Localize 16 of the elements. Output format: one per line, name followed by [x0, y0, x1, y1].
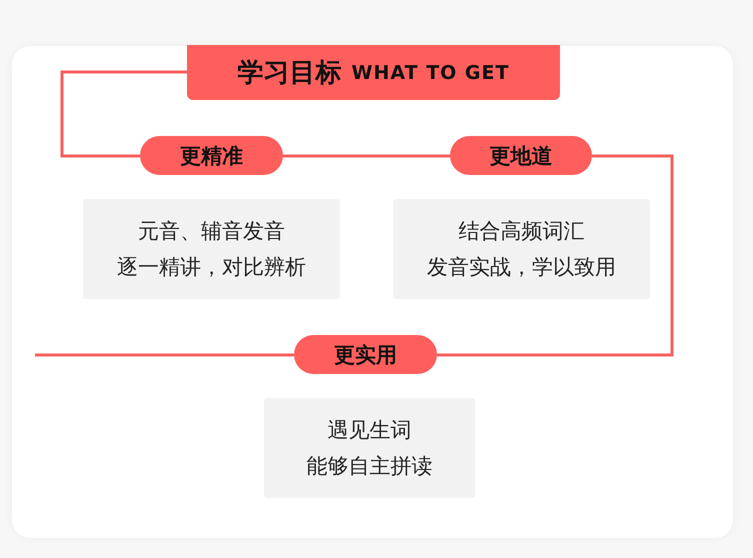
connector-line: [60, 70, 187, 158]
connector-line: [437, 154, 674, 356]
description-line: 逐一精讲，对比辨析: [117, 254, 306, 281]
description-line: 结合高频词汇: [458, 218, 584, 245]
category-pill: 更地道: [450, 136, 592, 175]
description-line: 发音实战，学以致用: [427, 254, 616, 281]
connector-line: [283, 154, 450, 158]
category-pill: 更实用: [294, 335, 437, 374]
connector-line: [35, 354, 294, 356]
description-line: 遇见生词: [328, 417, 412, 444]
description-line: 能够自主拼读: [306, 453, 432, 480]
description-line: 元音、辅音发音: [138, 218, 285, 245]
title-banner: [187, 45, 560, 100]
title-text: 学习目标: [238, 57, 342, 90]
subtitle-text: WHAT TO GET: [352, 62, 510, 84]
category-pill: 更精准: [140, 136, 283, 175]
